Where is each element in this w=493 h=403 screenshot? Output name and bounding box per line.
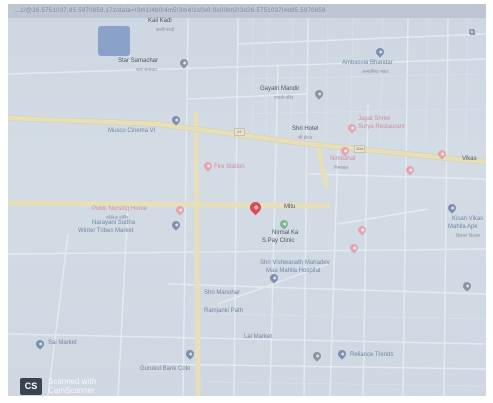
camscanner-logo: CS: [20, 377, 42, 395]
selected-location-label: Mitu: [284, 204, 296, 210]
place-label: Star Samachar: [118, 58, 159, 64]
camscanner-line1: Scanned with: [48, 377, 97, 386]
place-label-sub: पब्लिक नर्सिंग: [106, 215, 129, 220]
place-label-sub: निम्बाहल: [334, 165, 349, 170]
place-label: Winter Tribes Market: [78, 228, 134, 234]
place-label: Nimbahal: [330, 156, 356, 162]
place-label: Kisan Vikas: [452, 216, 484, 222]
url-strip: …1/@26.5751037,85.5970859,17z/data=!3m1!…: [8, 4, 486, 18]
place-label: Lal Market: [244, 334, 273, 340]
park-area: [98, 26, 130, 56]
place-label-sub: अम्बासिया भंडार: [362, 69, 389, 74]
road-badge: 104: [354, 145, 365, 153]
place-label: Reliance Trends: [350, 352, 394, 358]
place-label: Maa Mahila Hospital: [266, 268, 321, 274]
place-label: Ambassia Bhandar: [342, 60, 393, 66]
camscanner-watermark: CS Scanned with CamScanner: [20, 374, 96, 396]
place-label: Sai Market: [48, 340, 77, 346]
place-label: Pubic Nursing Home: [92, 206, 148, 212]
place-label: Kali Kadi: [148, 18, 172, 24]
camscanner-text: Scanned with CamScanner: [48, 377, 96, 395]
layers-icon[interactable]: ⧉: [469, 27, 476, 37]
place-label-sub: किसान विकास: [456, 233, 480, 238]
place-label: Shri Manohar: [204, 290, 241, 296]
road-badge: 27: [234, 128, 245, 136]
place-label-sub: स्टार समाचार: [136, 67, 158, 72]
place-label: Narayani Sudha: [92, 220, 136, 226]
place-label: S.Pay Clinic: [262, 238, 295, 244]
street-network: [8, 17, 486, 396]
place-label: Shri Hotel: [292, 126, 319, 132]
place-label: Gurukul Bank Colo: [140, 366, 191, 372]
place-label: Fire Station: [214, 164, 245, 170]
place-label: Musco Cinema VI: [108, 128, 156, 134]
road-label: Vikas: [462, 156, 477, 162]
place-label: Nirmal Ka: [272, 230, 299, 236]
place-label-sub: गायत्री मंदिर: [274, 95, 294, 100]
place-label: Jagat Shree: [358, 116, 391, 122]
place-label: Surya Restaurant: [358, 124, 405, 130]
map-view[interactable]: …1/@26.5751037,85.5970859,17z/data=!3m1!…: [8, 4, 486, 396]
place-label: Mahila Apk: [448, 224, 478, 230]
place-label: Ramjanki Path: [204, 308, 244, 314]
place-label: Gayatri Mandir: [260, 86, 300, 92]
place-label: Shri Vishwanath Mahadev: [260, 260, 330, 266]
camscanner-line2: CamScanner: [48, 386, 95, 395]
place-label-sub: काली कादी: [156, 27, 175, 32]
place-label-sub: श्री होटल: [298, 135, 313, 140]
